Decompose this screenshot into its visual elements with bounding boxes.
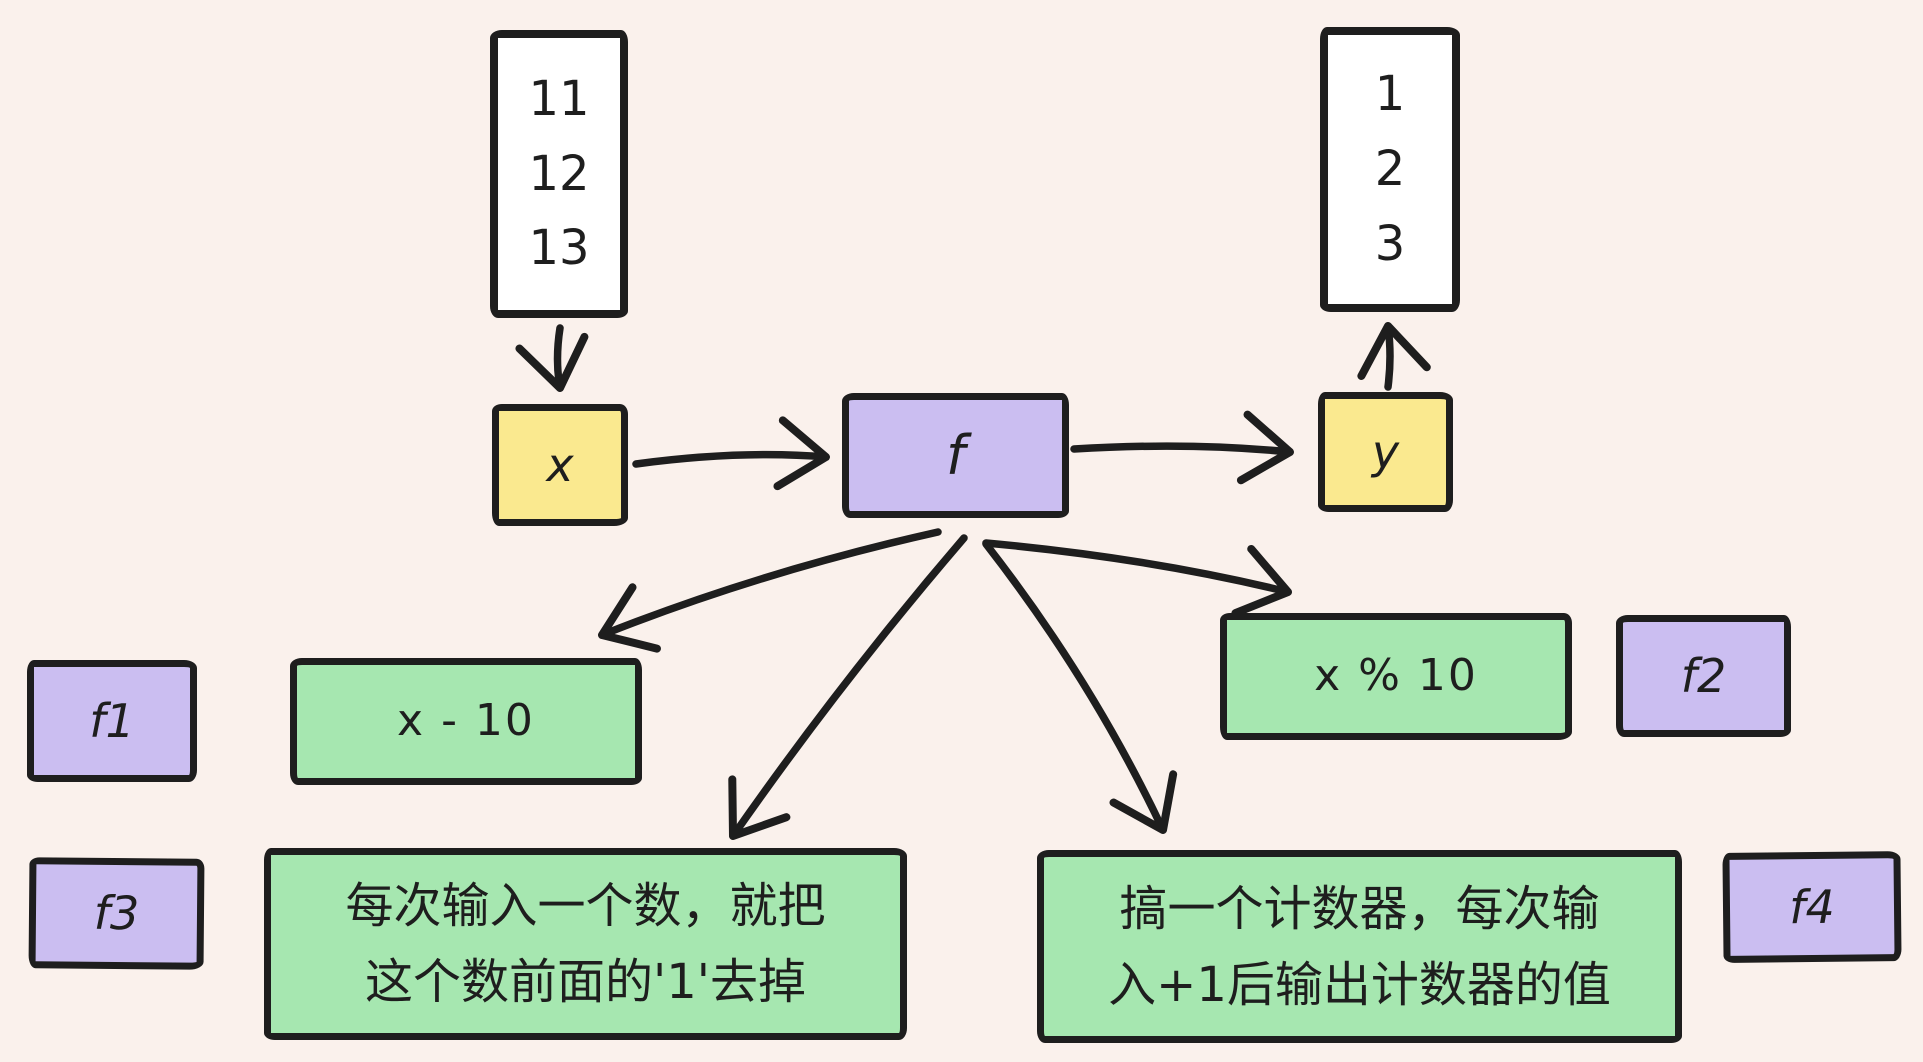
impl3-line1: 每次输入一个数，就把 <box>345 878 826 934</box>
output-value: 2 <box>1374 141 1406 198</box>
f4-tag-box: f4 <box>1722 851 1902 963</box>
arrow-f-to-impl2 <box>982 539 1292 618</box>
f2-label: f2 <box>1680 648 1727 703</box>
output-set-box: 1 2 3 <box>1320 27 1460 312</box>
impl2-label: x % 10 <box>1314 650 1478 702</box>
input-value: 13 <box>528 220 590 277</box>
arrow-y-to-outputset <box>1357 322 1431 391</box>
arrow-f-to-impl4 <box>982 540 1178 834</box>
arrow-inputset-to-x <box>515 324 589 392</box>
impl4-line2: 入+1后输出计数器的值 <box>1108 956 1611 1013</box>
impl4-description-box: 搞一个计数器，每次输 入+1后输出计数器的值 <box>1037 850 1682 1043</box>
arrow-x-to-f <box>632 416 830 491</box>
input-set-box: 11 12 13 <box>490 30 628 318</box>
impl2-expression-box: x % 10 <box>1220 613 1572 740</box>
f-label: f <box>945 423 965 487</box>
arrow-f-to-y <box>1070 410 1294 485</box>
f1-tag-box: f1 <box>27 660 197 782</box>
x-variable-box: x <box>492 404 628 526</box>
f4-label: f4 <box>1788 879 1836 934</box>
impl3-description-box: 每次输入一个数，就把 这个数前面的'1'去掉 <box>264 848 907 1040</box>
impl3-line2: 这个数前面的'1'去掉 <box>365 954 806 1010</box>
f3-tag-box: f3 <box>28 857 205 970</box>
output-value: 1 <box>1374 66 1406 123</box>
arrow-f-to-impl1 <box>598 528 942 653</box>
input-value: 12 <box>528 145 590 202</box>
x-label: x <box>546 437 574 492</box>
f-function-box: f <box>842 393 1069 518</box>
input-value: 11 <box>528 70 590 127</box>
output-value: 3 <box>1374 215 1406 272</box>
impl1-expression-box: x - 10 <box>290 658 642 785</box>
impl4-line1: 搞一个计数器，每次输 <box>1119 880 1600 937</box>
impl1-label: x - 10 <box>397 695 535 747</box>
f1-label: f1 <box>89 693 135 748</box>
y-label: y <box>1371 424 1400 479</box>
f3-label: f3 <box>93 886 140 941</box>
arrow-f-to-impl3 <box>728 534 968 840</box>
y-variable-box: y <box>1318 392 1453 512</box>
f2-tag-box: f2 <box>1616 615 1791 737</box>
